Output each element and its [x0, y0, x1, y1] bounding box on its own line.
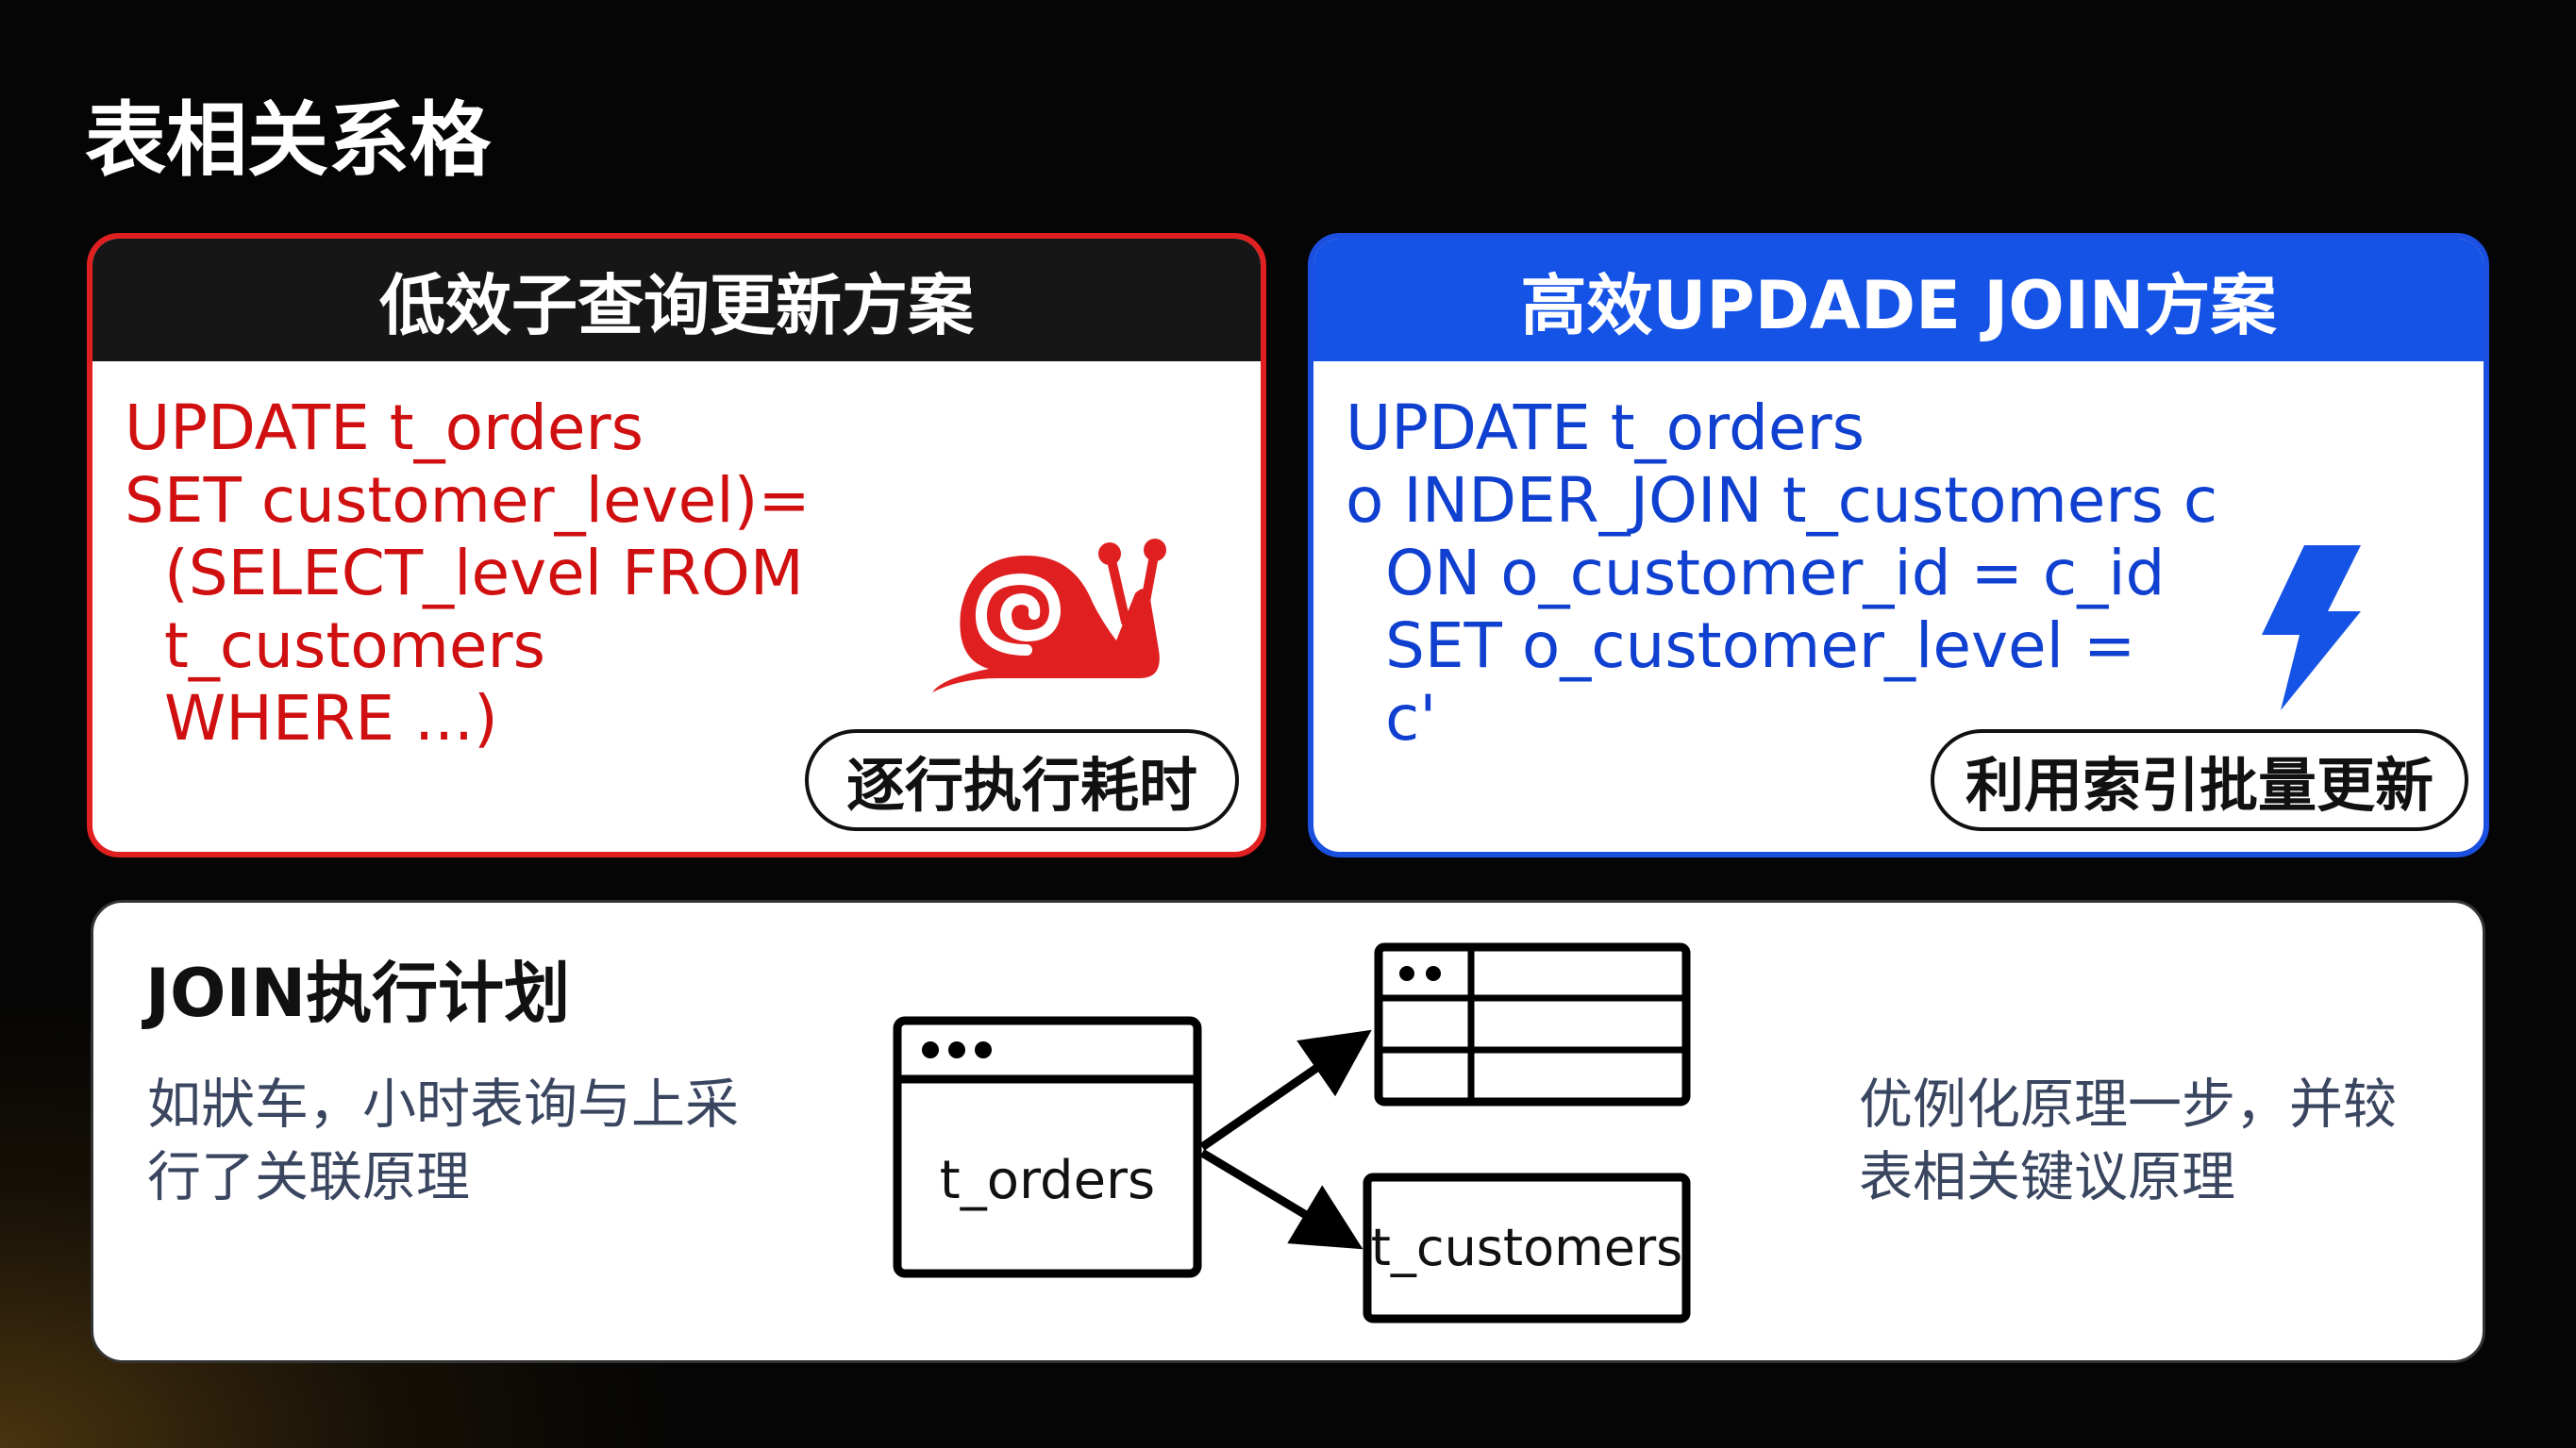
fast-badge: 利用索引批量更新	[1931, 729, 2468, 831]
code-line: o INDER_JOIN t_customers c	[1346, 464, 2218, 537]
code-line: UPDATE t_orders	[125, 391, 644, 464]
code-line: WHERE ...)	[125, 682, 498, 755]
arrow-to-customers	[1199, 1149, 1363, 1250]
slow-badge: 逐行执行耗时	[805, 729, 1239, 831]
right-description: 优例化原理一步，并较表相关键议原理	[1859, 1074, 2397, 1208]
code-line: SET o_customer_level =	[1346, 609, 2136, 682]
panel-header: 高效UPDADE JOIN方案	[1313, 239, 2484, 361]
joined-table-grid	[1374, 942, 1691, 1107]
customers-table-box	[1363, 1173, 1691, 1323]
arrow-to-grid	[1199, 1029, 1372, 1151]
code-line: ON o_customer_id = c_id	[1346, 537, 2166, 609]
code-line: t_customers	[125, 609, 546, 682]
panel-header: 低效子查询更新方案	[92, 239, 1261, 361]
join-plan-panel: JOIN执行计划 如狀车，小时表询与上采行了关联原理 优例化原理一步，并较表相关…	[91, 900, 2485, 1363]
orders-label: t_orders	[939, 1150, 1156, 1211]
orders-table-window	[893, 1016, 1202, 1278]
left-description: 如狀车，小时表询与上采行了关联原理	[147, 1074, 739, 1208]
code-line: SET customer_level)=	[125, 464, 811, 537]
lightning-icon	[2262, 545, 2361, 710]
snail-icon	[932, 539, 1166, 692]
join-diagram	[893, 942, 1691, 1323]
customers-label: t_customers	[1370, 1218, 1683, 1277]
code-line: UPDATE t_orders	[1346, 391, 1865, 464]
plan-title: JOIN执行计划	[145, 955, 571, 1032]
code-line: c'	[1346, 682, 1437, 755]
page-title: 表相关系格	[85, 93, 491, 188]
code-line: (SELECT_level FROM	[125, 537, 804, 609]
